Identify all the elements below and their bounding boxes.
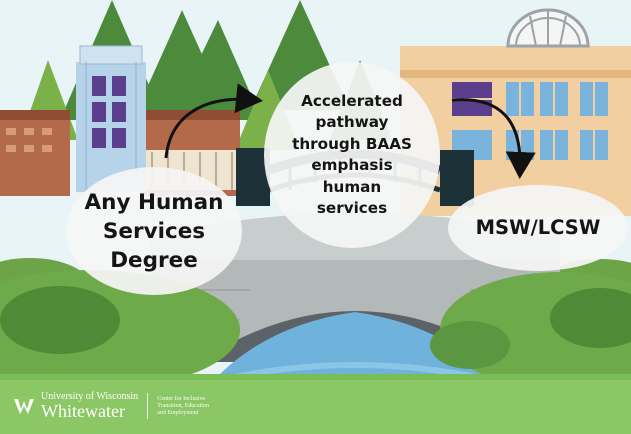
uw-whitewater-logo: University of Wisconsin Whitewater Cente…	[14, 386, 209, 426]
logo-center-line: and Employment	[157, 409, 199, 416]
logo-center-line: Transition, Education	[157, 402, 209, 409]
accelerated-pathway-label: Accelerated pathway through BAAS emphasi…	[292, 91, 412, 218]
any-human-services-degree-label: Any Human Services Degree	[84, 189, 224, 273]
logo-center-name: Center for Inclusive Transition, Educati…	[157, 396, 209, 417]
msw-lcsw-label: MSW/LCSW	[475, 216, 601, 239]
uw-whitewater-w-icon	[14, 399, 34, 414]
logo-campus: Whitewater	[41, 401, 125, 421]
msw-lcsw: MSW/LCSW	[448, 185, 628, 271]
logo-divider	[147, 393, 149, 419]
foreground-grass	[0, 270, 631, 390]
any-human-services-degree: Any Human Services Degree	[66, 167, 242, 295]
logo-center-line: Center for Inclusive	[157, 395, 206, 402]
accelerated-pathway: Accelerated pathway through BAAS emphasi…	[264, 62, 440, 248]
logo-university: University of Wisconsin	[41, 391, 139, 402]
